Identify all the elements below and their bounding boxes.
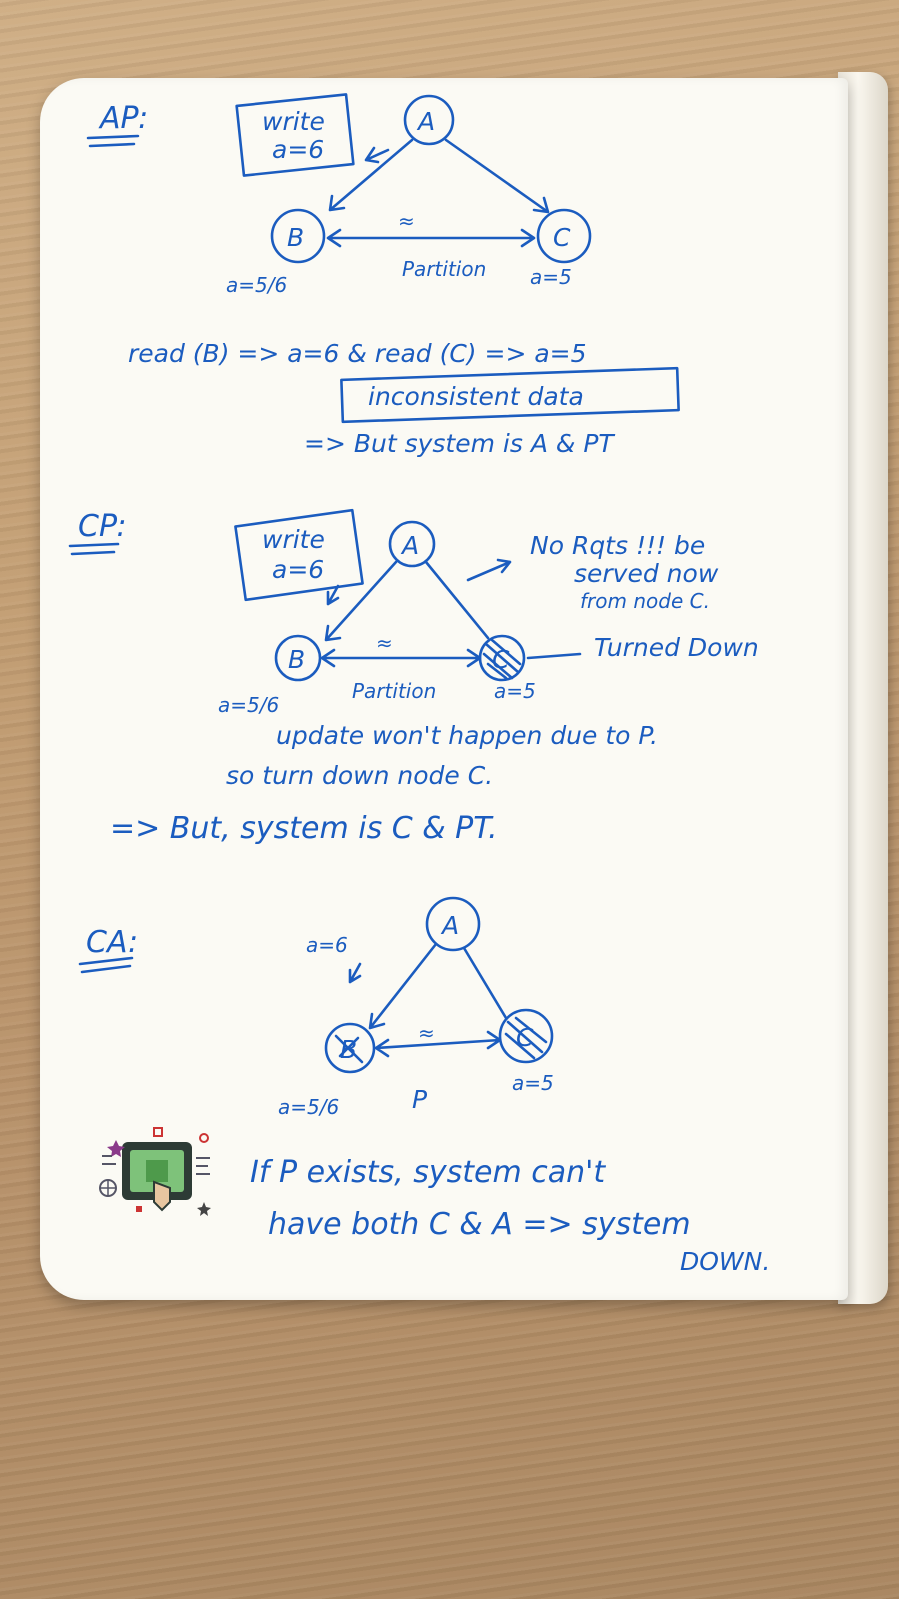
ap-write-line2: a=6 [272, 135, 324, 164]
cp-write-line1: write [262, 525, 325, 554]
cp-turn-down-line: so turn down node C. [226, 761, 493, 790]
cp-update-line: update won't happen due to P. [276, 721, 658, 750]
notebook-page: AP: write a=6 A B C ≈ a=5/6 Partition a=… [40, 78, 848, 1300]
cp-node-b-label: B [288, 645, 305, 674]
cp-node-a-label: A [400, 531, 419, 560]
cp-partition-mark: ≈ [376, 631, 393, 655]
cp-node-c-scribble [482, 638, 522, 680]
cp-turned-down-pointer [526, 652, 582, 660]
ap-write-arrow [364, 146, 390, 164]
cp-write-box [234, 508, 364, 602]
ca-conclusion-3: DOWN. [680, 1247, 770, 1276]
ca-node-b-scribble [334, 1034, 364, 1064]
ap-inconsistent-label: inconsistent data [368, 382, 584, 411]
tablet-hand-sticker-icon [99, 1127, 211, 1216]
handwritten-notes: AP: write a=6 A B C ≈ a=5/6 Partition a=… [68, 93, 770, 1276]
ca-node-b-label: B [340, 1035, 357, 1064]
ap-node-b [270, 208, 326, 264]
cp-partition-label: Partition [352, 679, 436, 703]
cp-node-a [388, 520, 436, 568]
cp-conclusion: => But, system is C & PT. [110, 811, 498, 846]
cp-turned-down: Turned Down [594, 633, 759, 662]
cp-title-underline [68, 542, 120, 556]
cp-write-arrow [326, 584, 340, 606]
ca-node-b [324, 1022, 376, 1074]
ca-node-a-label: A [440, 911, 459, 940]
ap-node-b-label: B [287, 223, 304, 252]
ca-b-value: a=5/6 [278, 1095, 339, 1119]
cp-node-c-label: C [492, 645, 510, 674]
cp-side-arrow [466, 558, 512, 582]
ap-node-c-label: C [553, 223, 571, 252]
cp-edge-a-b [324, 560, 398, 642]
ap-partition-mark: ≈ [398, 209, 415, 233]
ap-edge-b-c [326, 228, 536, 248]
ap-edge-a-c [444, 138, 550, 214]
ap-partition-label: Partition [402, 257, 486, 281]
ca-edge-a-b [368, 942, 438, 1030]
ca-node-c-label: C [516, 1023, 534, 1052]
ap-node-a [403, 94, 455, 146]
cp-side-note-1: No Rqts !!! be [530, 531, 705, 560]
ap-b-value: a=5/6 [226, 273, 287, 297]
ca-partition-label: P [412, 1085, 428, 1114]
cp-edge-a-c [424, 560, 490, 640]
cp-title: CP: [78, 509, 127, 544]
ap-title: AP: [98, 101, 148, 136]
cp-side-note-2: served now [574, 559, 719, 588]
ap-title-underline [86, 134, 140, 148]
ap-write-box [235, 93, 355, 177]
ca-title-underline [78, 956, 134, 974]
ca-conclusion-1: If P exists, system can't [250, 1155, 606, 1190]
ca-edge-a-c [462, 946, 508, 1020]
ca-conclusion-2: have both C & A => system [268, 1207, 691, 1242]
ap-node-c [536, 208, 592, 264]
ap-c-value: a=5 [530, 265, 572, 289]
cp-side-note-3: from node C. [580, 589, 710, 613]
ap-node-a-label: A [416, 107, 435, 136]
ap-edge-a-b [328, 138, 414, 212]
cp-c-value: a=5 [494, 679, 536, 703]
ca-node-a [425, 896, 481, 952]
cp-write-line2: a=6 [272, 555, 324, 584]
cp-b-value: a=5/6 [218, 693, 279, 717]
ap-read-line: read (B) => a=6 & read (C) => a=5 [128, 339, 587, 368]
ca-write-label: a=6 [306, 933, 348, 957]
ap-conclusion: => But system is A & PT [304, 429, 615, 458]
ca-node-c [498, 1008, 554, 1064]
ca-edge-b-c [374, 1030, 502, 1058]
ap-write-line1: write [262, 107, 325, 136]
cp-node-b [274, 634, 322, 682]
ca-partition-mark: ≈ [418, 1021, 435, 1045]
cp-edge-b-c [320, 648, 482, 668]
ca-write-arrow [348, 962, 362, 984]
ca-node-c-scribble [504, 1016, 548, 1060]
ca-title: CA: [86, 925, 138, 960]
ap-inconsistent-box [340, 366, 680, 424]
ca-c-value: a=5 [512, 1071, 554, 1095]
